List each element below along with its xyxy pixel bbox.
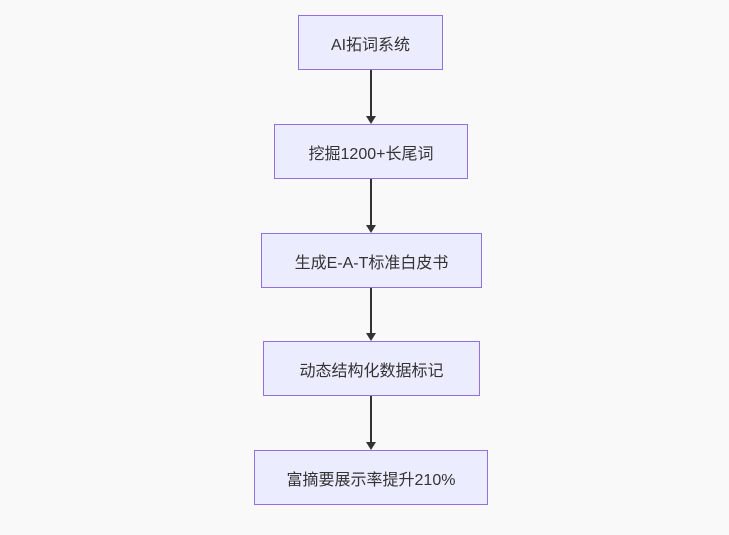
node-label: 动态结构化数据标记 <box>299 362 444 380</box>
arrow-head-icon <box>366 225 376 233</box>
arrow-head-icon <box>366 442 376 450</box>
node-dynamic-structured-data-markup: 动态结构化数据标记 <box>263 341 480 396</box>
node-ai-expansion-system: AI拓词系统 <box>298 15 443 70</box>
arrow-line <box>370 179 372 225</box>
node-label: AI拓词系统 <box>330 36 411 54</box>
arrow-head-icon <box>366 116 376 124</box>
arrow-line <box>370 288 372 333</box>
node-label: 生成E-A-T标准白皮书 <box>294 254 449 272</box>
node-label: 富摘要展示率提升210% <box>286 471 456 489</box>
arrow-head-icon <box>366 333 376 341</box>
node-generate-eat-whitepaper: 生成E-A-T标准白皮书 <box>261 233 482 288</box>
node-rich-snippet-rate-increase: 富摘要展示率提升210% <box>254 450 488 505</box>
arrow-down-1 <box>366 70 376 124</box>
node-label: 挖掘1200+长尾词 <box>308 145 434 163</box>
arrow-line <box>370 396 372 442</box>
node-mine-longtail-keywords: 挖掘1200+长尾词 <box>274 124 468 179</box>
arrow-down-4 <box>366 396 376 450</box>
arrow-line <box>370 70 372 116</box>
arrow-down-3 <box>366 288 376 341</box>
arrow-down-2 <box>366 179 376 233</box>
